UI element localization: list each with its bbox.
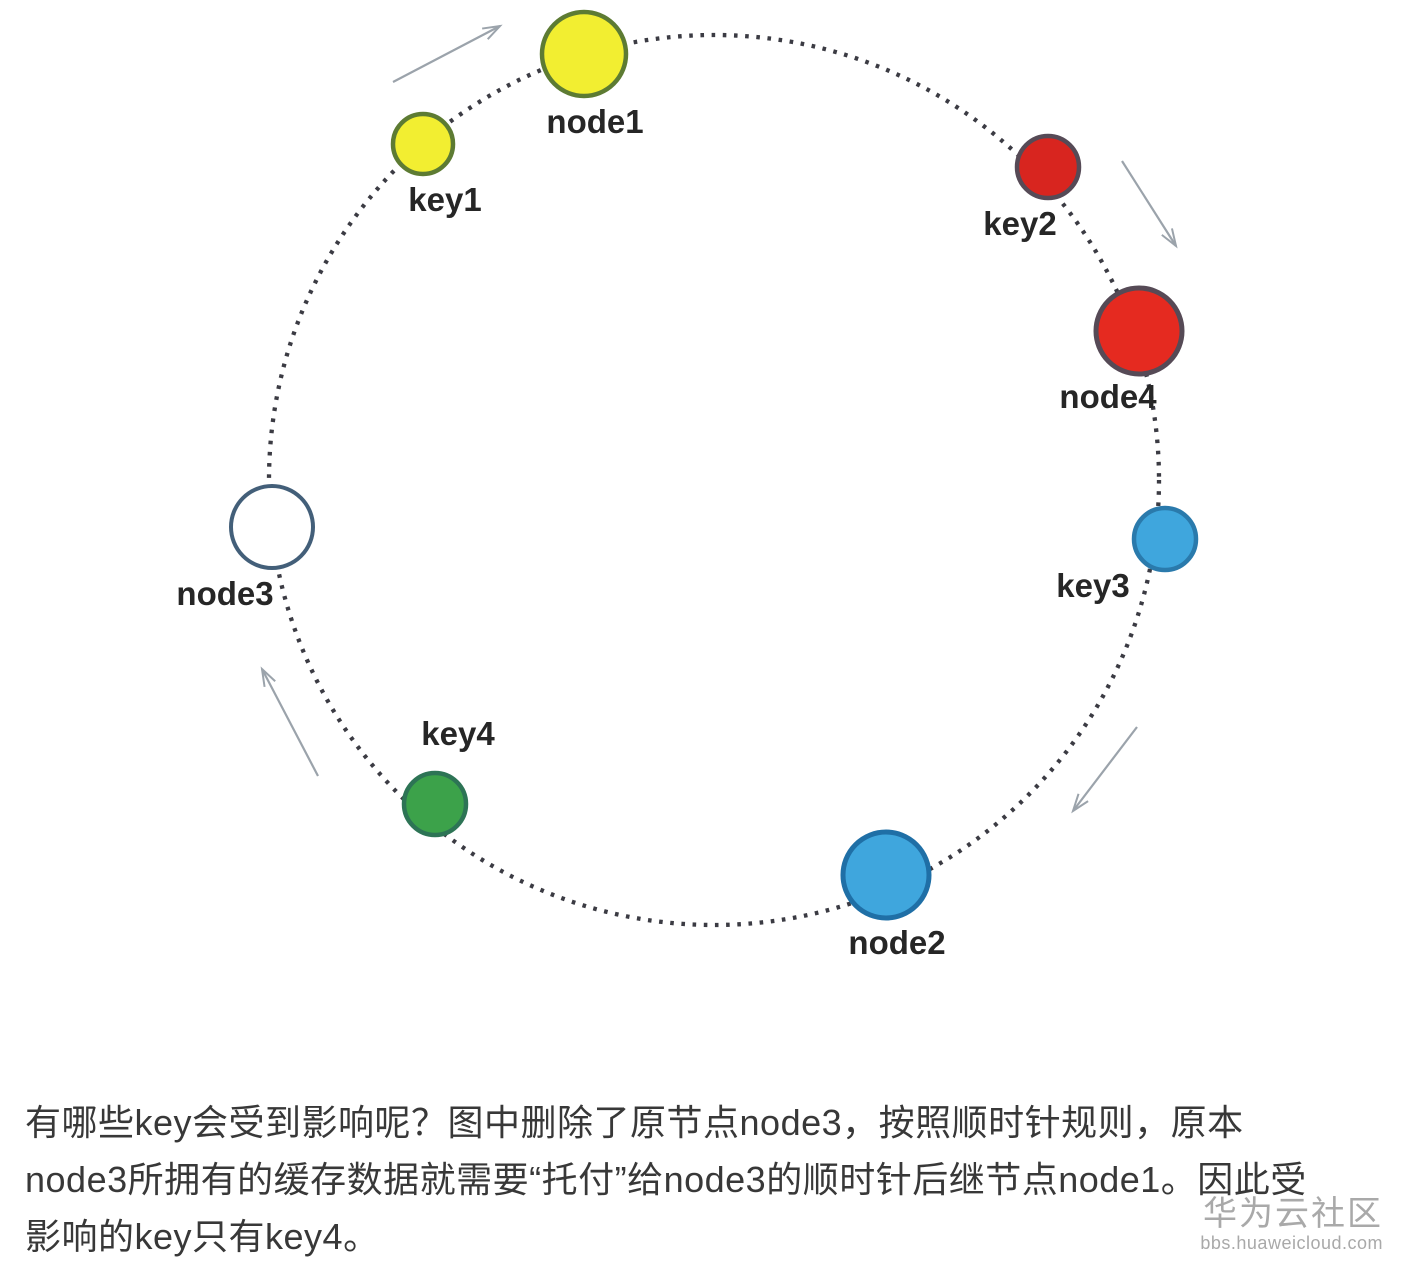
key2-circle [1014,133,1082,201]
watermark-url: bbs.huaweicloud.com [1200,1233,1383,1253]
caption-line-3: 影响的key只有key4。 [25,1216,380,1257]
key3-label: key3 [1056,567,1129,604]
clockwise-arrow-left [260,666,319,777]
ring-node-key2: key2 [983,133,1082,242]
ring-node-key4: key4 [401,715,495,838]
node3-label: node3 [176,575,273,612]
clockwise-arrow-top-right [1121,160,1178,249]
watermark-title: 华为云社区 [1203,1195,1383,1233]
clockwise-arrow-top-left [392,24,503,83]
key3-circle [1131,505,1199,573]
node4-label: node4 [1059,378,1157,415]
hash-ring-diagram: node1 key1 key2 node4 key3 node2 [176,9,1199,961]
node2-circle [840,829,932,921]
node1-circle [539,9,629,99]
ring-node-key3: key3 [1056,505,1199,604]
node1-label: node1 [546,103,643,140]
hash-ring [266,32,1162,928]
key4-label: key4 [421,715,495,752]
key1-label: key1 [408,181,481,218]
caption-text: 有哪些key会受到影响呢？图中删除了原节点node3，按照顺时针规则，原本 no… [25,1094,1395,1265]
ring-node-node3: node3 [176,484,315,612]
ring-node-node4: node4 [1059,285,1185,415]
node4-circle [1093,285,1185,377]
key2-label: key2 [983,205,1056,242]
ring-node-node2: node2 [840,829,946,961]
caption-line-1: 有哪些key会受到影响呢？图中删除了原节点node3，按照顺时针规则，原本 [25,1102,1244,1143]
watermark: 华为云社区 bbs.huaweicloud.com [1200,1196,1383,1254]
clockwise-arrow-bottom-right [1071,726,1138,814]
ring-node-key1: key1 [390,111,482,218]
ring-node-node1: node1 [539,9,644,140]
node2-label: node2 [848,924,945,961]
caption-line-2: node3所拥有的缓存数据就需要“托付”给node3的顺时针后继节点node1。… [25,1159,1307,1200]
node3-circle [229,484,315,570]
key4-circle [401,770,469,838]
key1-circle [390,111,456,177]
